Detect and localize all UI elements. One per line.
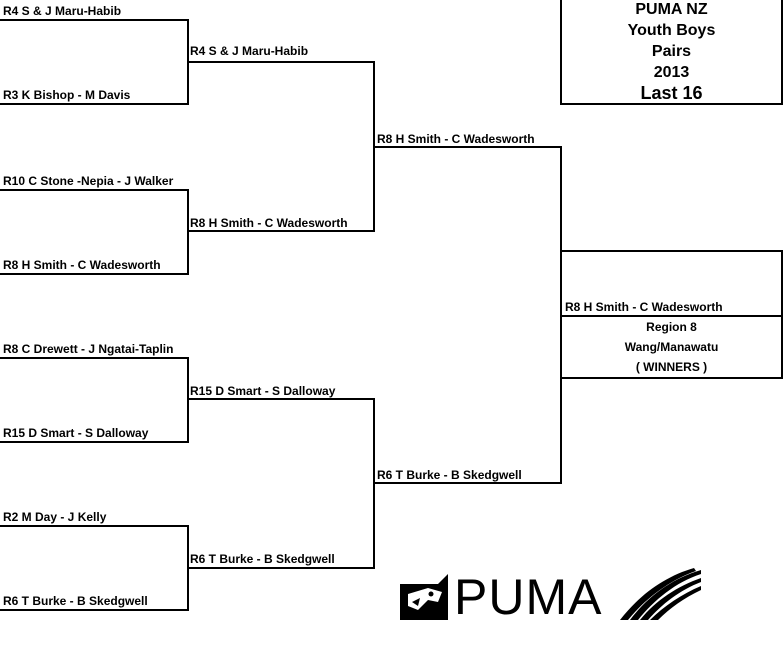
final-top-line bbox=[560, 250, 783, 252]
r1-line-1 bbox=[0, 19, 188, 21]
r1-line-7 bbox=[0, 525, 188, 527]
r1-line-3 bbox=[0, 189, 188, 191]
r1-line-6 bbox=[0, 441, 188, 443]
r1-entry-1: R4 S & J Maru-Habib bbox=[3, 4, 122, 18]
winner-box: Region 8 Wang/Manawatu ( WINNERS ) bbox=[560, 315, 783, 379]
r1-entry-8: R6 T Burke - B Skedgwell bbox=[3, 594, 148, 608]
winner-line-2: Wang/Manawatu bbox=[624, 340, 719, 354]
r1-line-5 bbox=[0, 357, 188, 359]
r2-entry-4: R6 T Burke - B Skedgwell bbox=[190, 552, 335, 566]
puma-wordmark: PUMA bbox=[454, 569, 603, 625]
final-right-line bbox=[781, 250, 783, 315]
r2-line-4 bbox=[188, 567, 375, 569]
r3-entry-2: R6 T Burke - B Skedgwell bbox=[377, 468, 522, 482]
r2-connector-1 bbox=[373, 61, 375, 232]
title-line-4: 2013 bbox=[653, 64, 690, 81]
title-line-3: Pairs bbox=[651, 43, 692, 60]
r1-connector-2 bbox=[187, 189, 189, 275]
title-box: PUMA NZ Youth Boys Pairs 2013 Last 16 bbox=[560, 0, 783, 105]
r2-connector-2 bbox=[373, 398, 375, 569]
puma-logo: PUMA bbox=[398, 566, 703, 626]
r2-entry-3: R15 D Smart - S Dalloway bbox=[190, 384, 336, 398]
winner-line-1: Region 8 bbox=[646, 320, 697, 334]
r1-entry-7: R2 M Day - J Kelly bbox=[3, 510, 107, 524]
r1-entry-2: R3 K Bishop - M Davis bbox=[3, 88, 131, 102]
r1-line-8 bbox=[0, 609, 188, 611]
r2-entry-2: R8 H Smith - C Wadesworth bbox=[190, 216, 348, 230]
final-entry: R8 H Smith - C Wadesworth bbox=[565, 300, 723, 314]
r1-line-2 bbox=[0, 103, 188, 105]
r3-entry-1: R8 H Smith - C Wadesworth bbox=[377, 132, 535, 146]
r3-line-2 bbox=[375, 482, 562, 484]
r2-entry-1: R4 S & J Maru-Habib bbox=[190, 44, 309, 58]
r3-line-1 bbox=[375, 146, 562, 148]
r1-line-4 bbox=[0, 273, 188, 275]
r1-entry-4: R8 H Smith - C Wadesworth bbox=[3, 258, 161, 272]
r1-entry-6: R15 D Smart - S Dalloway bbox=[3, 426, 149, 440]
r1-entry-3: R10 C Stone -Nepia - J Walker bbox=[3, 174, 174, 188]
title-line-1: PUMA NZ bbox=[635, 1, 708, 18]
puma-cat-icon bbox=[400, 568, 701, 620]
r2-line-1 bbox=[188, 61, 375, 63]
r1-connector-3 bbox=[187, 357, 189, 443]
title-line-5: Last 16 bbox=[640, 83, 703, 103]
r2-line-2 bbox=[188, 230, 375, 232]
title-line-2: Youth Boys bbox=[627, 22, 716, 39]
r2-line-3 bbox=[188, 398, 375, 400]
r1-entry-5: R8 C Drewett - J Ngatai-Taplin bbox=[3, 342, 174, 356]
winner-line-3: ( WINNERS ) bbox=[635, 360, 708, 374]
